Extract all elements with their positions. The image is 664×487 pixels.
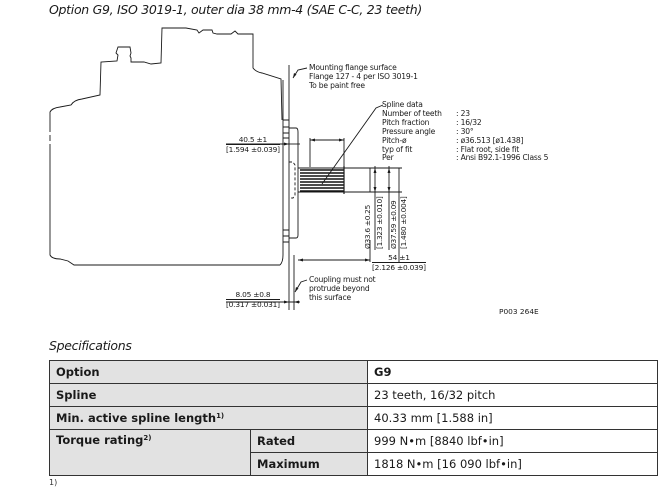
footnote-ref: 2) <box>143 434 152 442</box>
dimension-8-05: 8.05 ±0.8 [0.317 ±0.031] <box>226 290 280 309</box>
option-label: Option <box>49 360 368 384</box>
spline-label: Pressure angle <box>382 126 436 136</box>
min-spline-length-label: Min. active spline length1) <box>49 406 368 430</box>
note-line: protrude beyond <box>309 284 370 293</box>
torque-rating-label: Torque rating2) <box>49 429 251 476</box>
coupling-note: Coupling must not protrude beyond this s… <box>309 275 376 302</box>
dimension-54: 54 ±1 [2.126 ±0.039] <box>372 253 426 272</box>
note-line: Flange 127 - 4 per ISO 3019-1 <box>309 72 418 81</box>
dimension-value: 54 ±1 <box>372 253 426 263</box>
specifications-table: Option G9 Spline 23 teeth, 16/32 pitch M… <box>49 360 658 476</box>
table-row-min-spline-length: Min. active spline length1) 40.33 mm [1.… <box>49 406 658 430</box>
note-line: Mounting flange surface <box>309 63 397 72</box>
note-line: To be paint free <box>309 81 365 90</box>
spline-data-block: Spline data Number of teeth : 23 Pitch fr… <box>382 100 548 163</box>
dimension-dia-37-59: Ø37.59 ±0.09 <box>389 200 398 249</box>
dimension-value-inch: [1.594 ±0.039] <box>226 145 280 154</box>
dimension-value: 8.05 ±0.8 <box>226 290 280 300</box>
housing-outline <box>49 27 283 128</box>
spline-row: Per : Ansi B92.1-1996 Class 5 <box>382 154 548 163</box>
dimension-value-inch: [2.126 ±0.039] <box>372 263 426 272</box>
spline-value: : Ansi B92.1-1996 Class 5 <box>456 153 549 163</box>
drawing-reference: P003 264E <box>499 307 539 316</box>
spline-label: Spline <box>49 383 368 407</box>
label-text: Torque rating <box>56 433 144 447</box>
torque-rated-label: Rated <box>250 429 368 453</box>
spline-value: 23 teeth, 16/32 pitch <box>367 383 658 407</box>
torque-max-label: Maximum <box>250 452 368 476</box>
spline-label: Per <box>382 153 394 163</box>
dimension-40-5: 40.5 ±1 [1.594 ±0.039] <box>226 135 280 154</box>
torque-max-value: 1818 N•m [16 090 lbf•in] <box>367 452 658 476</box>
spline-row: Pressure angle : 30° <box>382 126 548 137</box>
spline-label: Pitch-ø <box>382 135 407 145</box>
spline-row: Pitch-ø : ø36.513 [ø1.438] <box>382 135 548 146</box>
spline-row: typ of fit : Flat root, side fit <box>382 144 548 155</box>
page-title: Option G9, ISO 3019-1, outer dia 38 mm-4… <box>49 2 422 17</box>
specifications-title: Specifications <box>49 338 132 353</box>
dimension-dia-33-6-inch: [1.323 ±0.010] <box>375 196 384 249</box>
spline-data-heading: Spline data <box>382 100 423 109</box>
option-value: G9 <box>367 360 658 384</box>
table-row-torque-rated: Torque rating2) Rated 999 N•m [8840 lbf•… <box>49 429 658 476</box>
min-spline-length-value: 40.33 mm [1.588 in] <box>367 406 658 430</box>
dimension-dia-33-6: Ø33.6 ±0.25 <box>363 205 372 249</box>
spline-label: typ of fit <box>382 144 413 154</box>
dimension-value: 40.5 ±1 <box>226 135 280 145</box>
spline-label: Number of teeth <box>382 108 442 118</box>
note-line: Coupling must not <box>309 275 376 284</box>
table-row-torque-max: Maximum 1818 N•m [16 090 lbf•in] <box>50 452 658 476</box>
table-row-spline: Spline 23 teeth, 16/32 pitch <box>49 383 658 407</box>
label-text: Min. active spline length <box>56 411 217 425</box>
spline-label: Pitch fraction <box>382 117 430 127</box>
spline-value: : Flat root, side fit <box>456 144 520 154</box>
spline-value: : ø36.513 [ø1.438] <box>456 135 524 145</box>
spline-row: Pitch fraction : 16/32 <box>382 117 548 128</box>
note-line: this surface <box>309 293 351 302</box>
housing-outline-lower <box>49 150 274 266</box>
spline-value: : 30° <box>456 126 474 136</box>
mounting-flange-note: Mounting flange surface Flange 127 - 4 p… <box>309 63 418 90</box>
dimension-dia-37-59-inch: [1.480 ±0.004] <box>399 196 408 249</box>
torque-rated-value: 999 N•m [8840 lbf•in] <box>367 429 658 453</box>
spline-value: : 23 <box>456 108 470 118</box>
table-row-option: Option G9 <box>49 360 658 384</box>
footnote-ref: 1) <box>216 412 225 420</box>
dimension-value-inch: [0.317 ±0.031] <box>226 300 280 309</box>
spline-row: Number of teeth : 23 <box>382 108 548 119</box>
spline-value: : 16/32 <box>456 117 482 127</box>
